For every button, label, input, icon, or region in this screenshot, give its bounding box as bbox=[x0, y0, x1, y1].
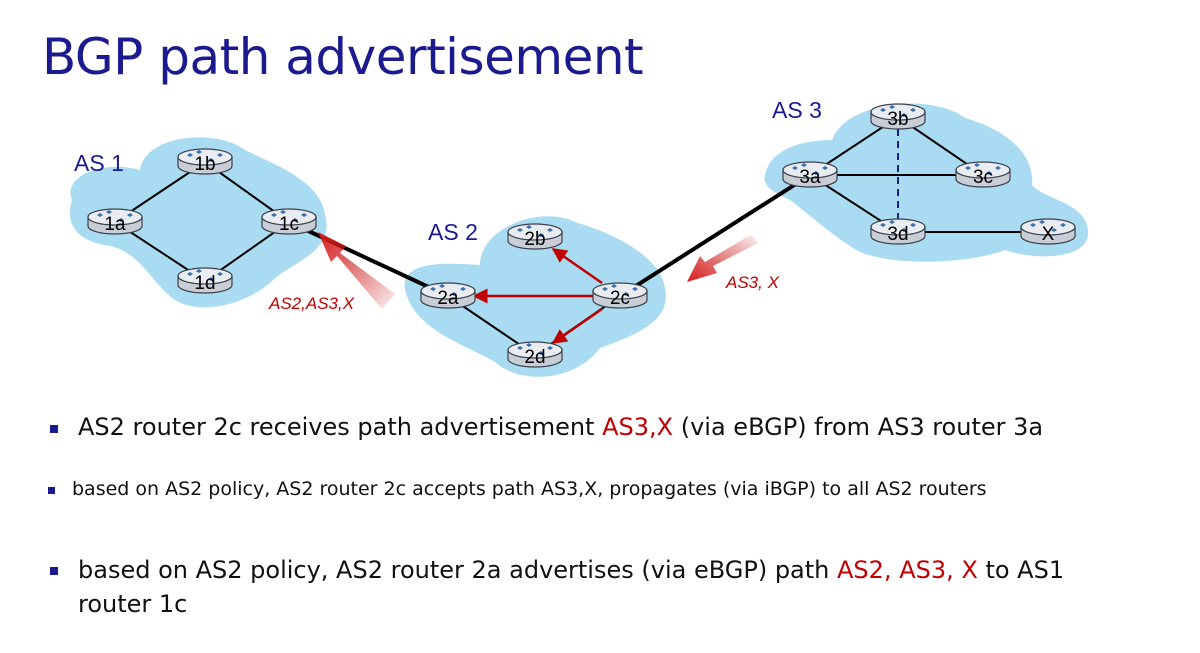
ibgp-propagation-arrows bbox=[472, 247, 603, 345]
bullet-advertise-ebgp: based on AS2 policy, AS2 router 2a adver… bbox=[50, 553, 1130, 621]
advertisement-label-as3-x: AS3, X bbox=[725, 273, 780, 292]
router-label: 3d bbox=[887, 224, 908, 245]
bullet-propagate-ibgp: based on AS2 policy, AS2 router 2c accep… bbox=[48, 478, 987, 500]
as1-cloud bbox=[69, 137, 327, 308]
router-label: 3b bbox=[887, 109, 908, 130]
router-2d: 2d bbox=[507, 341, 563, 368]
router-x: X bbox=[1020, 218, 1076, 245]
as1-label: AS 1 bbox=[74, 150, 124, 176]
router-2c: 2c bbox=[592, 282, 648, 309]
router-1a: 1a bbox=[87, 208, 143, 235]
bullet-marker bbox=[50, 425, 58, 433]
router-label: 2d bbox=[524, 347, 545, 368]
router-label: 2b bbox=[524, 229, 545, 250]
ebgp-links bbox=[288, 173, 812, 298]
router-3b: 3b bbox=[870, 103, 926, 130]
as3-label: AS 3 bbox=[772, 97, 822, 123]
bullet-text: based on AS2 policy, AS2 router 2c accep… bbox=[72, 478, 987, 500]
as3-cloud bbox=[764, 103, 1089, 262]
router-label: X bbox=[1042, 224, 1055, 245]
router-3a: 3a bbox=[782, 161, 838, 188]
router-3c: 3c bbox=[955, 161, 1011, 188]
router-label: 1d bbox=[194, 273, 215, 294]
bullet-receive-advertisement: AS2 router 2c receives path advertisemen… bbox=[50, 413, 1043, 441]
advertisement-arrow-to-1c bbox=[318, 232, 395, 309]
as2-label: AS 2 bbox=[428, 219, 478, 245]
router-label: 2a bbox=[437, 288, 459, 309]
bullet-text: based on AS2 policy, AS2 router 2a adver… bbox=[78, 556, 1065, 618]
advertisement-label-as2-as3-x: AS2,AS3,X bbox=[268, 294, 355, 313]
bgp-network-diagram: AS 1 AS 2 AS 3 AS2,AS3,X AS3, X 1a 1b 1c 1d… bbox=[69, 97, 1089, 377]
router-1c: 1c bbox=[261, 208, 317, 235]
routers: 1a 1b 1c 1d 2a 2b 2c 2d 3a 3b 3c 3d X bbox=[87, 103, 1076, 368]
slide-title: BGP path advertisement bbox=[42, 28, 644, 86]
router-1d: 1d bbox=[177, 267, 233, 294]
bullet-marker bbox=[48, 487, 55, 494]
router-label: 2c bbox=[610, 288, 630, 309]
router-label: 3c bbox=[973, 167, 993, 188]
router-1b: 1b bbox=[177, 148, 233, 175]
advertisement-arrow-to-2c bbox=[687, 235, 758, 282]
bullet-text: AS2 router 2c receives path advertisemen… bbox=[78, 413, 1044, 441]
router-label: 1a bbox=[104, 214, 126, 235]
router-label: 1b bbox=[194, 154, 215, 175]
router-3d: 3d bbox=[870, 218, 926, 245]
router-2a: 2a bbox=[420, 282, 476, 309]
router-2b: 2b bbox=[507, 223, 563, 250]
router-label: 3a bbox=[799, 167, 821, 188]
router-label: 1c bbox=[279, 214, 299, 235]
bullet-marker bbox=[50, 567, 58, 575]
